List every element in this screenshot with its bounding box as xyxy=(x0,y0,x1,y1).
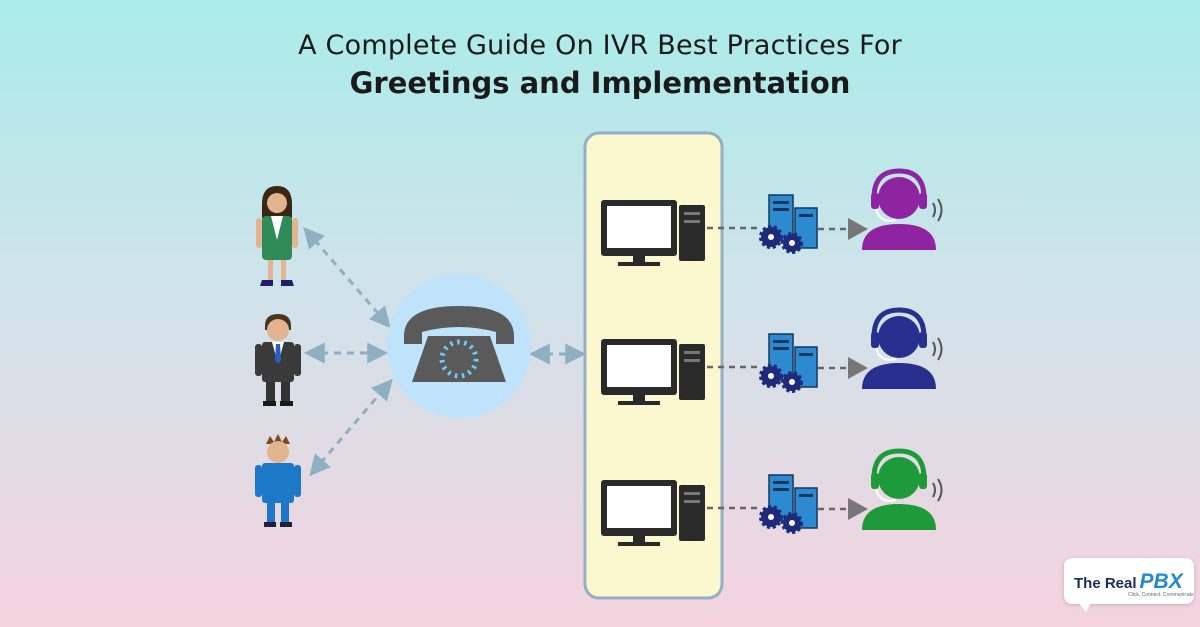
connector-caller-3 xyxy=(309,378,393,477)
logo-mark: PBX xyxy=(1139,570,1183,593)
ivr-row-2 xyxy=(601,307,943,405)
ivr-row-1 xyxy=(601,168,943,266)
arrowhead-icon xyxy=(848,357,868,379)
agent-navy xyxy=(862,307,943,389)
arrowhead-icon xyxy=(848,498,868,520)
title-line-2: Greetings and Implementation xyxy=(349,66,851,100)
logo-bubble-tail xyxy=(1076,600,1092,612)
logo-brand: The Real xyxy=(1074,575,1137,592)
computer-icon xyxy=(601,480,705,546)
caller-man-blue xyxy=(255,434,301,527)
server-icon xyxy=(759,333,818,393)
agent-purple xyxy=(862,168,943,250)
title-line-1: A Complete Guide On IVR Best Practices F… xyxy=(298,30,902,61)
server-icon xyxy=(759,194,818,254)
caller-businessman xyxy=(255,314,301,406)
computer-icon xyxy=(601,200,705,266)
agent-green xyxy=(862,448,943,530)
server-icon xyxy=(759,474,818,534)
connector-caller-1 xyxy=(303,226,391,329)
ivr-row-3 xyxy=(601,448,943,546)
arrowhead-icon xyxy=(848,218,868,240)
logo-tagline: Click. Connect. Communicate xyxy=(1128,592,1194,598)
telephone-icon xyxy=(387,274,531,418)
computer-icon xyxy=(601,339,705,405)
caller-woman xyxy=(256,186,298,286)
